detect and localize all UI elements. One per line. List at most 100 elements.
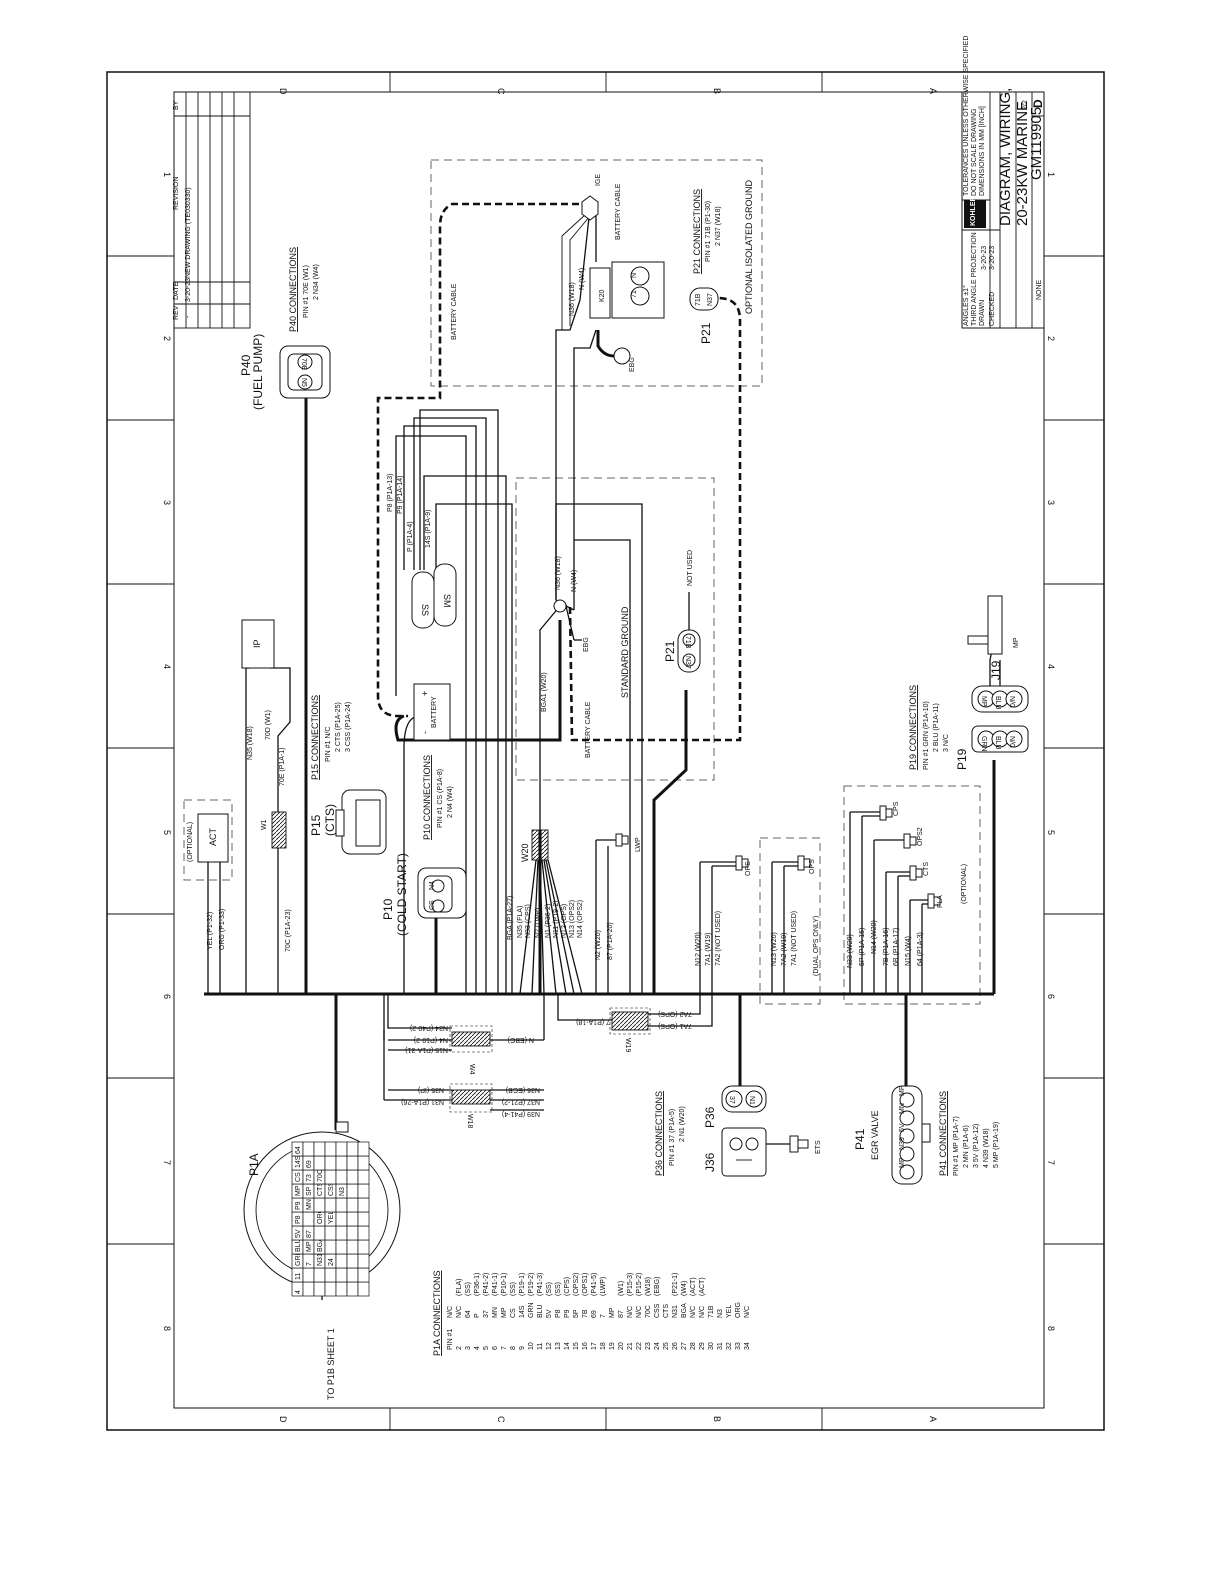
p1a-conn-cell: 14S	[519, 1305, 526, 1318]
p1a-conn-cell: 5	[483, 1346, 490, 1350]
p15-conn-line-2: 2 CTS (P1A-25)	[335, 702, 342, 752]
w20-wire-11: 87 (P1A-20)	[607, 922, 614, 960]
p1a-cell-label: BGA	[317, 1237, 324, 1252]
p1a-conn-cell: (P19-1)	[519, 1273, 526, 1296]
p1a-cell	[346, 1183, 359, 1199]
p1a-conn-cell: N/C	[636, 1306, 643, 1318]
ops-label: OPS	[745, 861, 752, 876]
p19-conn-line-2: 2 BLU (P1A-11)	[933, 703, 940, 752]
p10-connector: P10 CONNECTIONS PIN #1 CS (P1A-8) 2 N4 (…	[381, 755, 467, 936]
p41-pin-4: MN	[899, 1103, 906, 1114]
zone-letters: D C B A D C B A	[278, 88, 938, 1423]
zone-left-7: 7	[162, 1160, 172, 1165]
p1a-conn-cell: 17	[591, 1342, 598, 1350]
ebg-top-label: EBG	[629, 357, 636, 372]
p19-conn-title: P19 CONNECTIONS	[908, 685, 918, 770]
p1a-conn-cell: 69	[591, 1310, 598, 1318]
p1a-cell	[357, 1239, 370, 1255]
rev-header-date: DATE	[173, 282, 180, 300]
zone-left-5: 5	[162, 830, 172, 835]
p19-j19: P19 CONNECTIONS PIN #1 GRN (P1A-10) 2 BL…	[908, 595, 1029, 770]
w4-splice: W4 N34 (P40-2) N4 (P10-2) N15 (P1A-31) N…	[405, 1024, 534, 1075]
p1a-cell-label: MP	[306, 1241, 313, 1252]
p1a-conn-cell: (SS)	[555, 1282, 562, 1296]
p1a-cell-label: CS	[295, 1172, 302, 1182]
zone-left-6: 6	[162, 994, 172, 999]
p41-conn-title: P41 CONNECTIONS	[938, 1091, 948, 1176]
w20-label: W20	[520, 843, 530, 862]
p1a-conn-cell: 6	[492, 1346, 499, 1350]
p1a-conn-cell: (ACT)	[690, 1277, 697, 1296]
p1a-conn-cell: 25	[663, 1342, 670, 1350]
p41-sub: EGR VALVE	[870, 1110, 880, 1160]
p1a-cell-label: N31	[317, 1253, 324, 1266]
p1a-conn-title: P1A CONNECTIONS	[432, 1270, 442, 1356]
p1a-conn-cell: 7B	[582, 1309, 589, 1318]
p1a-conn-cell: 20	[618, 1342, 625, 1350]
title-line2: 20-23KW MARINE	[1014, 101, 1031, 226]
ops-wire-1: N12 (W20)	[695, 932, 702, 966]
p1a-cell-label: ORG	[317, 1208, 324, 1224]
p1a-conn-cell: (P15-2)	[636, 1273, 643, 1296]
p1a-conn-cell: (LWP)	[600, 1277, 607, 1296]
p1a-conn-cell: 21	[627, 1342, 634, 1350]
act-wire-3: 70C (P1A-23)	[285, 909, 292, 952]
p1a-cell	[346, 1253, 359, 1269]
p1a-conn-cell: 24	[654, 1342, 661, 1350]
sensor-wire-6: N15 (W4)	[905, 936, 912, 966]
p1a-cell	[346, 1211, 359, 1227]
w4-left-2: N4 (P10-2)	[414, 1036, 448, 1043]
p1a-conn-cell: 10	[528, 1342, 535, 1350]
p1a-conn-cell: (P41-3)	[537, 1273, 544, 1296]
p1a-conn-cell: (OPS1)	[582, 1273, 589, 1296]
sensors-optional-label: (OPTIONAL)	[961, 864, 968, 904]
p1a-cell	[335, 1169, 348, 1185]
p40-title: P40	[239, 354, 253, 376]
p1a-cell-label: GRN	[295, 1250, 302, 1266]
p1a-cell-label: 14S	[295, 1155, 302, 1168]
p1a-conn-cell: 23	[645, 1342, 652, 1350]
isolated-ground-content: BATTERY CABLE IGE BATTERY CABLE K20 71 N…	[451, 174, 754, 372]
standard-ground-terminal	[553, 599, 567, 613]
rev-row-date: 3-20-23	[185, 278, 192, 302]
kohler-logo-text: KOHLER.	[970, 194, 977, 226]
p1a-cell	[324, 1281, 337, 1297]
p1a-cell-label: BLU	[295, 1238, 302, 1252]
battery-minus: -	[420, 731, 430, 734]
w19-right-2: 7A1 (OPS)	[658, 1022, 692, 1029]
p1a-connections-table: P1A CONNECTIONS PIN #1N/C2N/C(FLA)364(SS…	[432, 1270, 751, 1356]
p1a-conn-cell: 12	[546, 1342, 553, 1350]
standard-ground-label: STANDARD GROUND	[620, 606, 630, 698]
p21-bottom-pin-2: N37	[684, 656, 691, 669]
k20-relay-pin-2: N	[631, 273, 638, 278]
p1a-conn-cell: (FLA)	[456, 1279, 463, 1297]
w20-wire-1: BGA (P1A-27)	[507, 896, 514, 940]
p1a-cell	[324, 1141, 337, 1157]
p1a-cell	[324, 1225, 337, 1241]
p1a-cell	[335, 1211, 348, 1227]
j19-pin-3: N/C	[1008, 696, 1015, 708]
title-date2: 3-20-23	[981, 246, 988, 270]
p36-pin-1: 37	[728, 1096, 735, 1104]
fla-label: FLA	[937, 895, 944, 908]
w1-label: W1	[261, 819, 268, 830]
w18-left-1: N35 (IP)	[418, 1086, 444, 1093]
p1a-conn-cell: PIN #1	[447, 1328, 454, 1350]
p1a-conn-cell: (P10-1)	[501, 1273, 508, 1296]
p1a-conn-cell: 3	[465, 1346, 472, 1350]
p10-pin-2: N4	[429, 881, 436, 890]
p1a-conn-cell: 27	[681, 1342, 688, 1350]
rev-header-rev: REV	[173, 305, 180, 320]
title-small-5: THIRD ANGLE PROJECTION	[971, 232, 978, 326]
w18-label: W18	[466, 1114, 473, 1129]
battery-plus: +	[420, 691, 430, 696]
ip-label: IP	[252, 639, 262, 648]
p1a-cell	[335, 1281, 348, 1297]
p15-label: P15	[309, 814, 323, 836]
p1a-conn-cell: 29	[699, 1342, 706, 1350]
p21-top-connector	[689, 287, 719, 311]
p1a-conn-cell: 5P	[573, 1309, 580, 1318]
p19-conn-line-3: 3 N/C	[943, 734, 950, 752]
p1a-conn-cell: (P41-5)	[591, 1273, 598, 1296]
